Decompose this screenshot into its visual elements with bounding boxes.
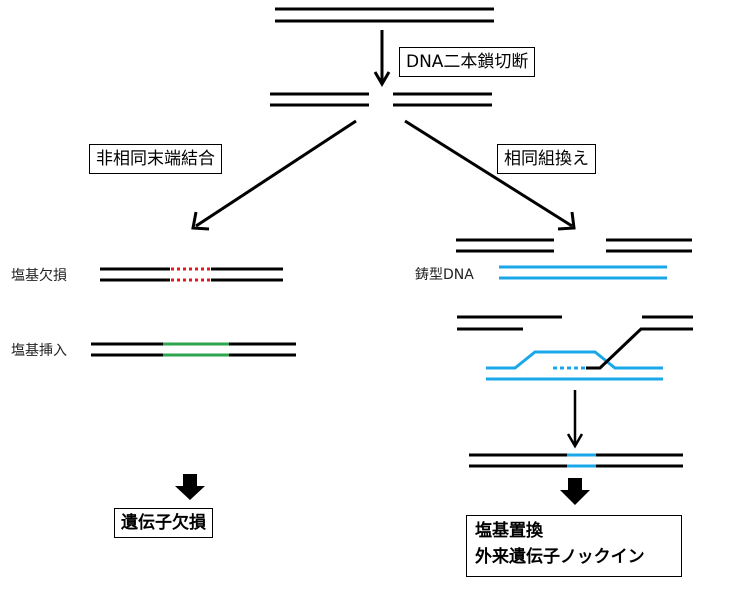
arrow-hr-icon bbox=[404, 119, 576, 231]
hr-label: 相同組換え bbox=[497, 144, 596, 174]
strand-invasion bbox=[457, 315, 693, 381]
deletion-label: 塩基欠損 bbox=[11, 268, 67, 284]
dsb-label: DNA二本鎖切断 bbox=[399, 47, 536, 77]
block-arrow-down-icon bbox=[175, 474, 205, 500]
template-label: 鋳型DNA bbox=[415, 267, 474, 283]
deletion-dna bbox=[100, 267, 283, 282]
insertion-label: 塩基挿入 bbox=[11, 343, 67, 359]
intact-dna bbox=[275, 7, 494, 23]
hr-broken-dna bbox=[456, 238, 692, 253]
arrow-down-icon bbox=[373, 30, 391, 87]
arrow-down-hr-icon bbox=[566, 390, 584, 449]
nhej-label: 非相同末端結合 bbox=[89, 144, 222, 174]
hr-outcome-line2: 外来遺伝子ノックイン bbox=[475, 547, 645, 567]
hr-outcome-line1: 塩基置換 bbox=[475, 521, 543, 541]
broken-dna bbox=[270, 92, 492, 107]
hr-outcome-box: 塩基置換 外来遺伝子ノックイン bbox=[466, 515, 682, 577]
arrow-nhej-icon bbox=[191, 119, 357, 231]
insertion-dna bbox=[91, 342, 296, 357]
block-arrow-down-hr-icon bbox=[560, 478, 590, 505]
repaired-dna bbox=[469, 453, 683, 468]
nhej-outcome-box: 遺伝子欠損 bbox=[114, 508, 213, 538]
template-dna bbox=[499, 265, 667, 280]
